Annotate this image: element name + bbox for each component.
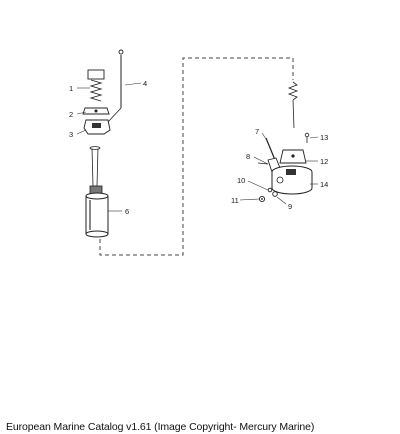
right-upper-parts xyxy=(265,81,310,161)
callout-14: 14 xyxy=(320,180,328,189)
callout-2: 2 xyxy=(69,110,73,119)
callout-8: 8 xyxy=(246,152,250,161)
motor-shaft-top xyxy=(89,146,101,150)
assembly-top-cap xyxy=(87,69,105,80)
pin-head xyxy=(118,49,124,55)
left-upper-assembly xyxy=(82,49,124,135)
holder-hole xyxy=(94,109,98,113)
motor-body-top xyxy=(85,192,109,200)
nut-11-hole xyxy=(261,198,263,200)
callout-11: 11 xyxy=(231,196,239,205)
callout-1: 1 xyxy=(69,84,73,93)
image-caption: European Marine Catalog v1.61 (Image Cop… xyxy=(6,421,315,433)
washer-9 xyxy=(272,191,278,197)
callout-3: 3 xyxy=(69,130,73,139)
housing-hub xyxy=(276,176,284,184)
callout-6: 6 xyxy=(125,207,129,216)
callout-9: 9 xyxy=(288,202,292,211)
right-spring xyxy=(287,81,299,101)
callout-12: 12 xyxy=(320,157,328,166)
bracket-slot xyxy=(92,123,101,128)
pin-link xyxy=(107,107,122,123)
right-housing-assembly xyxy=(257,149,313,203)
housing-body xyxy=(271,172,313,195)
callout-10: 10 xyxy=(237,176,245,185)
wiring-route xyxy=(99,57,294,256)
spring-part xyxy=(89,79,103,102)
housing-port xyxy=(286,169,296,175)
motor-assembly xyxy=(85,146,109,238)
motor-shaft xyxy=(91,147,99,187)
right-link-upper xyxy=(292,99,295,129)
motor-body-bottom xyxy=(85,230,109,238)
washer-10 xyxy=(267,187,273,193)
callout-13: 13 xyxy=(320,133,328,142)
callout-4: 4 xyxy=(143,79,147,88)
parts-exploded-diagram: 1 2 3 4 6 7 8 10 11 9 12 13 14 xyxy=(69,49,328,256)
screw-part xyxy=(304,132,310,138)
terminal-hole xyxy=(291,154,295,158)
callout-7: 7 xyxy=(255,127,259,136)
lever-arm xyxy=(257,162,269,165)
leader-lines xyxy=(76,82,319,212)
